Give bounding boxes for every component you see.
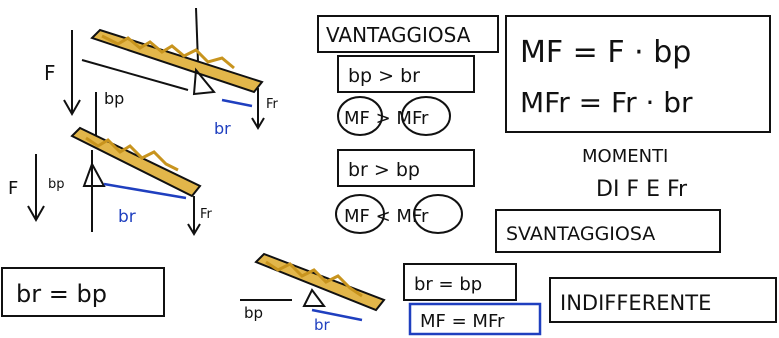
- indifferente-text: INDIFFERENTE: [560, 291, 711, 315]
- br-gt-bp-text: br > bp: [348, 159, 420, 181]
- br-label: br: [118, 207, 136, 227]
- arm-line: [81, 59, 189, 91]
- mf-circle: [335, 194, 385, 234]
- vantaggiosa-text: VANTAGGIOSA: [326, 23, 471, 47]
- fulcrum-line: [195, 7, 199, 63]
- mf-lt-mfr-text: MF < MFr: [344, 206, 429, 227]
- br-gt-bp-box: [337, 149, 475, 187]
- br-line: [221, 98, 253, 108]
- indifferente-block: br = bp MF = MFr INDIFFERENTE: [403, 263, 777, 336]
- formula-mfr: MFr = Fr · br: [520, 86, 693, 119]
- lever-texture: [101, 34, 235, 70]
- vantaggiosa-box: [317, 15, 499, 53]
- fulcrum-triangle: [82, 161, 106, 187]
- svantaggiosa-text: SVANTAGGIOSA: [506, 223, 655, 245]
- bp-label: bp: [244, 304, 263, 322]
- formulas-block: MF = F · bp MFr = Fr · br MOMENTI DI F E…: [505, 15, 771, 202]
- box-border: [1, 267, 165, 317]
- momenti-line2: DI F E Fr: [596, 177, 688, 202]
- bp-label: bp: [104, 89, 124, 108]
- svantaggiosa-box: [495, 209, 721, 253]
- fulcrum-triangle: [192, 67, 216, 96]
- resistance-label: Fr: [200, 207, 213, 222]
- mfr-circle: [413, 194, 463, 234]
- equal-arms-text: br = bp: [16, 280, 107, 308]
- formula-mf: MF = F · bp: [520, 35, 691, 70]
- br-eq-bp-box: [403, 263, 517, 301]
- force-arrowhead: [63, 99, 81, 117]
- lever-bar: [90, 28, 264, 94]
- mf-eq-mfr-box: [408, 302, 542, 336]
- formulas-box: [505, 15, 771, 133]
- lever-1: F Fr bp br: [44, 7, 279, 142]
- lever-bar: [70, 126, 202, 198]
- mf-eq-mfr-text: MF = MFr: [420, 311, 505, 332]
- br-label: br: [314, 316, 331, 334]
- resistance-arrowhead: [251, 117, 265, 130]
- lever-texture: [265, 260, 363, 298]
- lever-2: F bp Fr br: [8, 126, 213, 236]
- equal-arms-box: br = bp: [1, 267, 165, 317]
- vantaggiosa-block: VANTAGGIOSA bp > br MF > MFr: [317, 15, 499, 136]
- momenti-line1: MOMENTI: [582, 146, 668, 167]
- lever-texture: [85, 136, 179, 172]
- resistance-arrowhead: [187, 223, 201, 236]
- resistance-label: Fr: [266, 97, 279, 112]
- bp-gt-br-box: [337, 55, 475, 93]
- force-arrowhead: [27, 205, 45, 223]
- bp-gt-br-text: bp > br: [348, 65, 420, 87]
- br-line: [103, 182, 187, 200]
- bp-label: bp: [48, 177, 65, 192]
- mf-circle: [337, 96, 383, 136]
- mf-gt-mfr-text: MF > MFr: [344, 108, 429, 129]
- br-eq-bp-text: br = bp: [414, 274, 482, 295]
- force-label: F: [8, 178, 18, 199]
- br-label: br: [214, 119, 231, 138]
- force-label: F: [44, 61, 56, 85]
- fulcrum-triangle: [302, 288, 326, 307]
- indifferente-box: [549, 277, 777, 323]
- lever-3: bp br: [240, 252, 386, 334]
- br-line: [311, 308, 363, 322]
- lever-bar: [254, 252, 386, 312]
- mfr-circle: [401, 96, 451, 136]
- svantaggiosa-block: br > bp MF < MFr SVANTAGGIOSA: [335, 149, 721, 253]
